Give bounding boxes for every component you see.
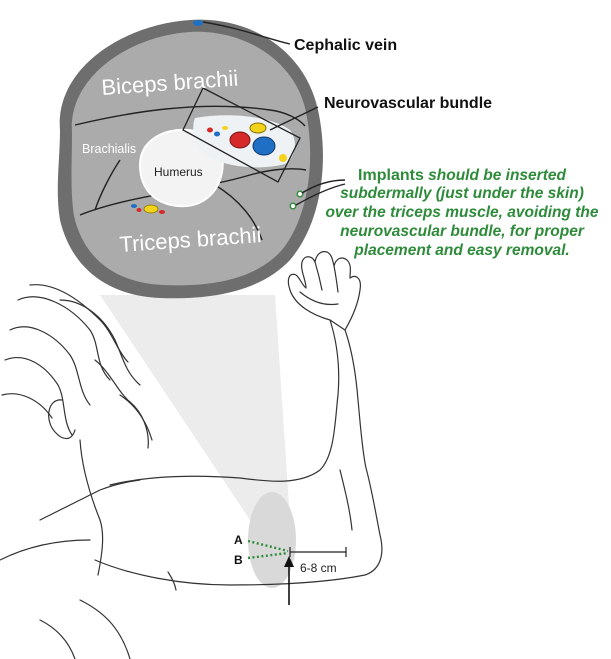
marker-a: A [234,533,243,547]
svg-text:Implants should be inserted: Implants should be inserted [358,167,566,184]
hand-palm-line [300,292,338,305]
forearm-line [340,470,352,530]
label-neurovascular-bundle: Neurovascular bundle [324,95,492,112]
label-cephalic-vein: Cephalic vein [294,37,397,54]
artery-small [207,128,213,133]
cephalic-vein [193,20,203,26]
implant-note-line4: neurovascular bundle, for proper [340,223,585,240]
vein-lower-2 [137,208,142,212]
vein-small [214,132,220,137]
person-shoulder [40,480,140,520]
hand-finger-line-2 [334,266,338,292]
nerve-lower [144,205,158,213]
distance-label: 6-8 cm [300,561,337,575]
vein-large [253,137,275,155]
artery-large [230,132,250,148]
person-torso [80,600,130,659]
artery-lower [159,210,165,214]
implant-note-line2: subdermally (just under the skin) [340,185,584,202]
implant-dot-b [290,203,296,209]
person-neck [80,440,103,575]
hand [288,252,360,330]
projection-cone [100,295,290,520]
implant-note-strong: Implants [358,167,424,184]
label-humerus: Humerus [154,165,203,179]
nerve-upper [250,123,266,133]
nerve-small [222,126,228,130]
label-brachialis: Brachialis [82,142,136,156]
implant-note-line3: over the triceps muscle, avoiding the [325,204,598,221]
implant-dot-a [297,191,303,197]
implant-note-line5: placement and easy removal. [353,242,569,259]
person-shoulder-line [0,540,90,560]
hand-finger-line [315,262,322,290]
marker-b: B [234,553,243,567]
arm-cross-section: Biceps brachii Brachialis Humerus Tricep… [58,20,323,299]
vein-lower [131,204,137,208]
implant-note-line1: should be inserted [424,167,567,184]
person-torso-2 [40,620,75,659]
nerve-right [279,154,287,162]
implant-note: Implants should be inserted subdermally … [325,167,598,259]
